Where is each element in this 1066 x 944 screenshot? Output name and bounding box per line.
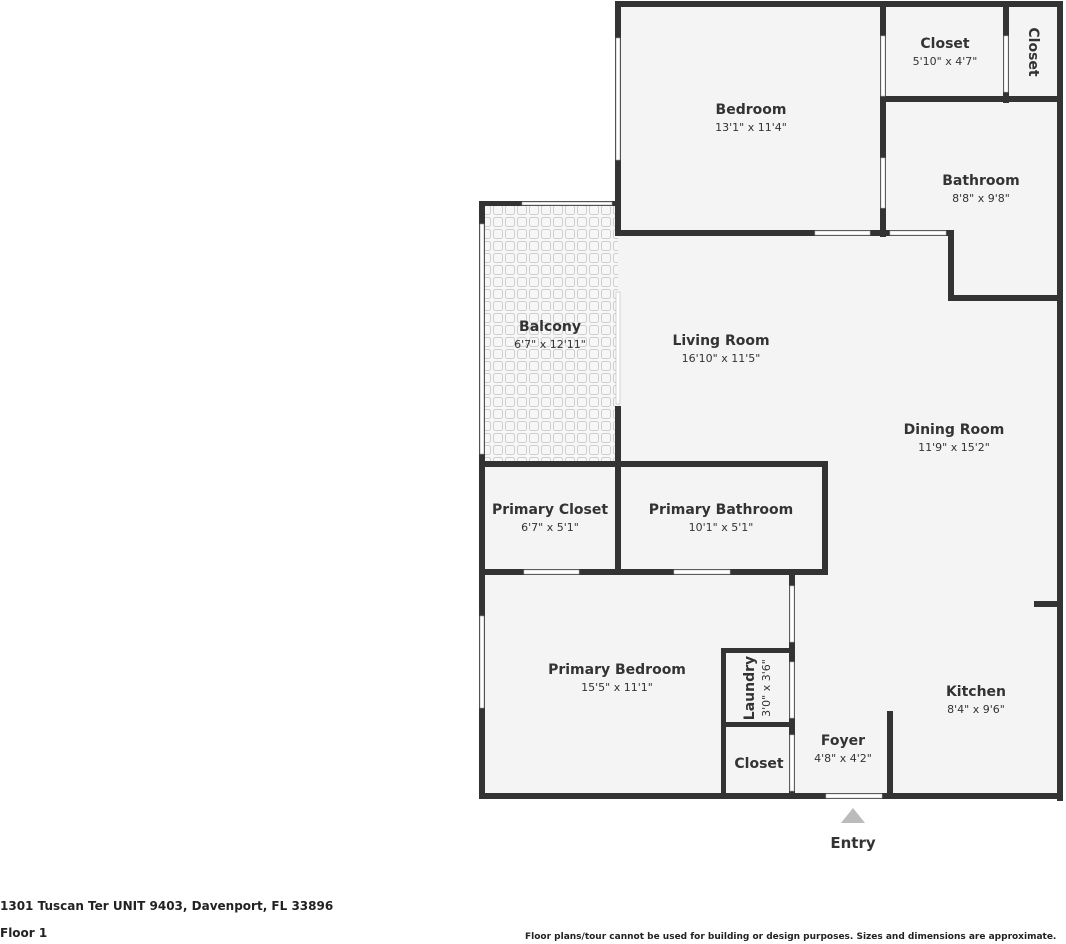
floor-fills — [482, 3, 1061, 797]
floor-label: Floor 1 — [0, 926, 48, 940]
room-closet-top: Closet 5'10" x 4'7" — [913, 36, 978, 68]
room-name: Closet — [734, 756, 784, 772]
room-dimensions: 3'0" x 3'6" — [760, 659, 773, 717]
room-bathroom: Bathroom 8'8" x 9'8" — [942, 173, 1020, 205]
room-dining-room: Dining Room 11'9" x 15'2" — [904, 422, 1005, 454]
room-primary-bedroom: Primary Bedroom 15'5" x 11'1" — [548, 662, 686, 694]
room-name: Bedroom — [716, 102, 787, 118]
room-laundry: Laundry 3'0" x 3'6" — [742, 656, 773, 720]
balcony-window-left — [479, 223, 485, 455]
balcony-tile-floor — [482, 204, 618, 464]
door-openings — [523, 35, 1009, 799]
room-name: Dining Room — [904, 422, 1005, 438]
room-kitchen: Kitchen 8'4" x 9'6" — [946, 684, 1006, 716]
primary-bedroom-window — [479, 615, 485, 709]
room-name: Foyer — [821, 733, 865, 749]
room-dimensions: 16'10" x 11'5" — [682, 352, 761, 365]
room-balcony: Balcony 6'7" x 12'11" — [514, 319, 586, 351]
room-dimensions: 10'1" x 5'1" — [689, 521, 754, 534]
room-closet-small: Closet — [1025, 27, 1041, 77]
room-name: Primary Bedroom — [548, 662, 686, 678]
property-address: 1301 Tuscan Ter UNIT 9403, Davenport, FL… — [0, 899, 334, 913]
room-dimensions: 6'7" x 5'1" — [521, 521, 579, 534]
room-dimensions: 11'9" x 15'2" — [918, 441, 990, 454]
room-dimensions: 4'8" x 4'2" — [814, 752, 872, 765]
entry-door-opening — [825, 793, 883, 799]
balcony-window-top — [521, 201, 613, 206]
room-living-room: Living Room 16'10" x 11'5" — [672, 333, 769, 365]
room-primary-bathroom: Primary Bathroom 10'1" x 5'1" — [649, 502, 793, 534]
room-closet-bottom: Closet — [734, 756, 784, 772]
room-name: Bathroom — [942, 173, 1020, 189]
entry-arrow-icon — [841, 808, 865, 823]
room-name: Laundry — [742, 656, 758, 720]
room-bedroom: Bedroom 13'1" x 11'4" — [715, 102, 787, 134]
room-name: Living Room — [672, 333, 769, 349]
bedroom-window — [615, 37, 621, 161]
room-dimensions: 13'1" x 11'4" — [715, 121, 787, 134]
room-name: Balcony — [519, 319, 581, 335]
room-primary-closet: Primary Closet 6'7" x 5'1" — [492, 502, 608, 534]
room-dimensions: 8'4" x 9'6" — [947, 703, 1005, 716]
windows — [479, 37, 621, 709]
room-foyer: Foyer 4'8" x 4'2" — [814, 733, 872, 765]
room-name: Primary Closet — [492, 502, 608, 518]
room-name: Closet — [1025, 27, 1041, 77]
room-dimensions: 8'8" x 9'8" — [952, 192, 1010, 205]
disclaimer-text: Floor plans/tour cannot be used for buil… — [525, 932, 1057, 942]
room-dimensions: 5'10" x 4'7" — [913, 55, 978, 68]
room-dimensions: 6'7" x 12'11" — [514, 338, 586, 351]
room-dimensions: 15'5" x 11'1" — [581, 681, 653, 694]
walls — [479, 1, 1063, 801]
room-name: Primary Bathroom — [649, 502, 793, 518]
room-name: Kitchen — [946, 684, 1006, 700]
room-name: Closet — [920, 36, 970, 52]
entry-label: Entry — [830, 834, 875, 852]
